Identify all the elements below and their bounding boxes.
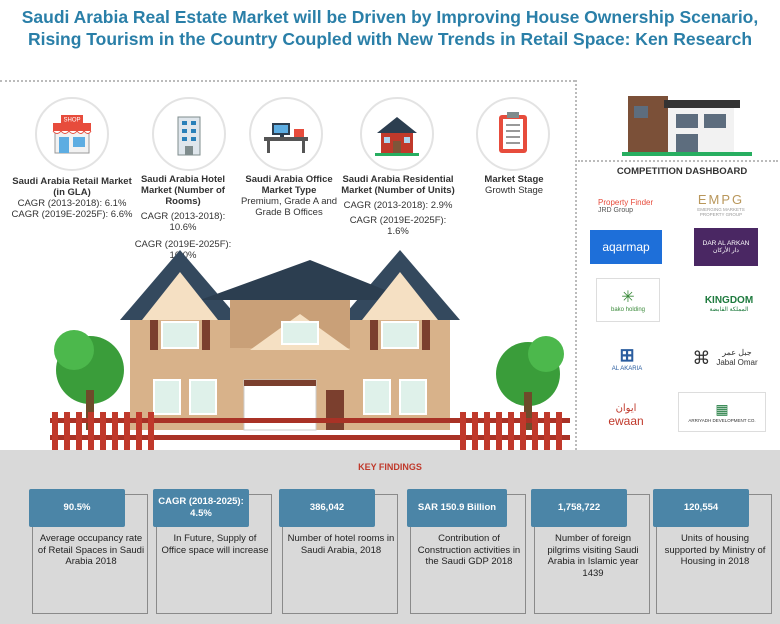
stat-title: Saudi Arabia Office Market Type	[245, 174, 333, 196]
logo-text: KINGDOM	[704, 295, 754, 306]
stat-line: Growth Stage	[484, 185, 544, 196]
finding-card: SAR 150.9 Billion Contribution of Constr…	[407, 489, 526, 614]
finding-text: Units of housing supported by Ministry o…	[664, 533, 766, 567]
akaria-mark-icon: ⊞	[619, 344, 635, 365]
empg-logo: EMPG EMERGING MARKETS PROPERTY GROUP	[688, 186, 754, 222]
finding-text: Number of foreign pilgrims visiting Saud…	[547, 533, 639, 579]
finding-text: Number of hotel rooms in Saudi Arabia, 2…	[287, 533, 395, 556]
residential-stat: Saudi Arabia Residential Market (Number …	[340, 174, 456, 237]
shop-sign: SHOP	[63, 118, 80, 124]
clipboard-icon	[476, 97, 550, 171]
finding-value: 120,554	[653, 489, 749, 527]
finding-text: Contribution of Construction activities …	[417, 533, 521, 567]
jabal-mark-icon: ⌘	[692, 347, 711, 368]
finding-card: 386,042 Number of hotel rooms in Saudi A…	[279, 489, 398, 614]
logo-text: ARRIYADH DEVELOPMENT CO.	[688, 418, 756, 423]
competition-dashboard-title: COMPETITION DASHBOARD	[616, 166, 748, 177]
logo-text: دار الأركان	[713, 248, 739, 254]
residential-house-icon	[360, 97, 434, 171]
finding-card: 90.5% Average occupancy rate of Retail S…	[29, 489, 148, 614]
finding-card: 120,554 Units of housing supported by Mi…	[653, 489, 772, 614]
dar-al-arkan-logo: DAR AL ARKAN دار الأركان	[694, 228, 758, 266]
finding-value: 90.5%	[29, 489, 125, 527]
jabal-omar-logo: ⌘ جبل عمر Jabal Omar	[682, 340, 768, 376]
finding-value: 1,758,722	[531, 489, 627, 527]
divider	[575, 80, 577, 450]
finding-value: 386,042	[279, 489, 375, 527]
stat-line: CAGR (2019E-2025F): 1.6%	[349, 215, 447, 237]
finding-value: SAR 150.9 Billion	[407, 489, 507, 527]
market-stage-stat: Market Stage Growth Stage	[468, 174, 560, 196]
bako-holding-logo: ✳ bako holding	[596, 278, 660, 322]
retail-stat: Saudi Arabia Retail Market (in GLA) CAGR…	[10, 176, 134, 220]
bako-mark-icon: ✳	[621, 289, 635, 306]
divider	[578, 160, 778, 162]
stat-line: CAGR (2013-2018): 10.6%	[140, 211, 226, 233]
stat-title: Saudi Arabia Retail Market (in GLA)	[12, 176, 132, 198]
logo-text: EMERGING MARKETS PROPERTY GROUP	[697, 206, 745, 217]
logo-text: AL AKARIA	[611, 365, 643, 372]
finding-card: 1,758,722 Number of foreign pilgrims vis…	[531, 489, 650, 614]
finding-value: CAGR (2018-2025): 4.5%	[153, 489, 249, 527]
stat-title: Market Stage	[484, 174, 544, 185]
logo-text: جبل عمر	[722, 348, 752, 357]
logo-text: Property Finder	[598, 198, 654, 207]
office-stat: Saudi Arabia Office Market Type Premium,…	[236, 174, 342, 218]
logo-text: DAR AL ARKAN	[702, 240, 750, 247]
key-findings-title: KEY FINDINGS	[358, 462, 422, 472]
property-finder-logo: Property Finder JRD Group	[598, 188, 664, 224]
stat-title: Saudi Arabia Hotel Market (Number of Roo…	[140, 174, 226, 207]
logo-text: JRD Group	[598, 207, 634, 214]
shop-icon: SHOP	[35, 97, 109, 171]
house-illustration	[50, 250, 570, 450]
office-desk-icon	[249, 97, 323, 171]
modern-house-icon	[622, 96, 752, 156]
divider	[0, 80, 575, 82]
arriyadh-logo: ▦ ARRIYADH DEVELOPMENT CO.	[678, 392, 766, 432]
finding-card: CAGR (2018-2025): 4.5% In Future, Supply…	[153, 489, 272, 614]
stat-line: Premium, Grade A and Grade B Offices	[240, 196, 338, 218]
logo-text: EMPG	[697, 191, 745, 207]
finding-text: In Future, Supply of Office space will i…	[161, 533, 269, 556]
logo-text: ايوان	[615, 402, 637, 414]
hotel-building-icon	[152, 97, 226, 171]
finding-text: Average occupancy rate of Retail Spaces …	[37, 533, 145, 567]
stat-line: CAGR (2019E-2025F): 6.6%	[11, 209, 133, 220]
ewaan-logo: ايوان ewaan	[596, 398, 656, 432]
logo-text: ewaan	[608, 413, 644, 428]
stat-title: Saudi Arabia Residential Market (Number …	[341, 174, 455, 196]
logo-text: المملكة القابضة	[709, 307, 749, 313]
al-akaria-logo: ⊞ AL AKARIA	[602, 336, 652, 380]
logo-text: bako holding	[610, 307, 646, 313]
aqarmap-logo: aqarmap	[590, 230, 662, 264]
stat-line: CAGR (2013-2018): 6.1%	[17, 198, 127, 209]
stat-line: CAGR (2013-2018): 2.9%	[343, 200, 453, 211]
logo-text: Jabal Omar	[716, 358, 758, 367]
page-title: Saudi Arabia Real Estate Market will be …	[21, 7, 759, 49]
kingdom-logo: KINGDOM المملكة القابضة	[694, 284, 764, 324]
logo-text: aqarmap	[602, 240, 650, 254]
arriyadh-mark-icon: ▦	[715, 401, 729, 417]
